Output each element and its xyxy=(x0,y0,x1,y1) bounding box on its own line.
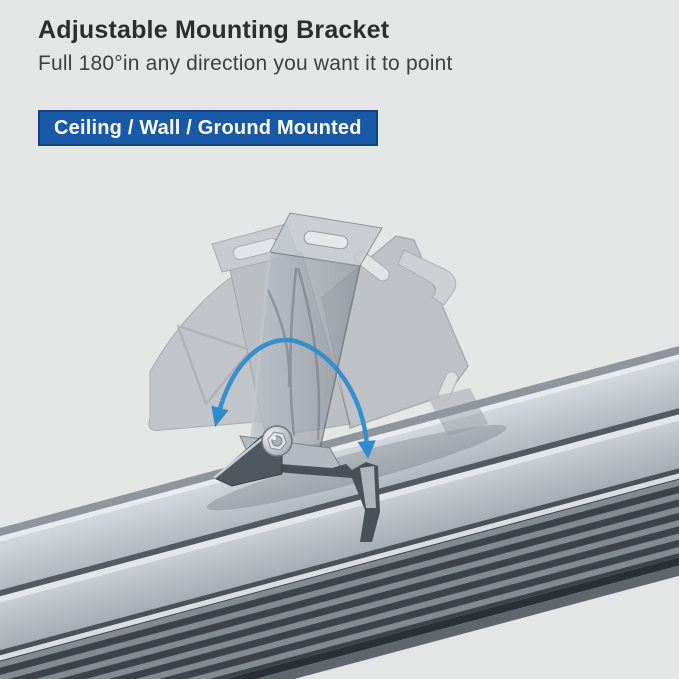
rotation-arrow xyxy=(211,337,376,459)
bracket-tilt-right xyxy=(321,235,488,436)
mounting-slot xyxy=(303,230,349,250)
arrowhead-right-icon xyxy=(357,440,376,459)
bracket-upright xyxy=(249,212,383,459)
rotation-arc xyxy=(216,337,370,446)
header: Adjustable Mounting Bracket Full 180°in … xyxy=(38,16,453,76)
pivot-bolt xyxy=(261,425,293,457)
mount-type-banner: Ceiling / Wall / Ground Mounted xyxy=(38,110,378,146)
bracket-hook-lip xyxy=(397,249,457,306)
mount-type-banner-label: Ceiling / Wall / Ground Mounted xyxy=(54,116,362,139)
page-subtitle: Full 180°in any direction you want it to… xyxy=(38,52,453,75)
mounting-slot xyxy=(437,371,459,401)
wing-emboss xyxy=(176,324,252,406)
arrowhead-left-icon xyxy=(211,405,229,427)
page-title: Adjustable Mounting Bracket xyxy=(38,16,390,44)
